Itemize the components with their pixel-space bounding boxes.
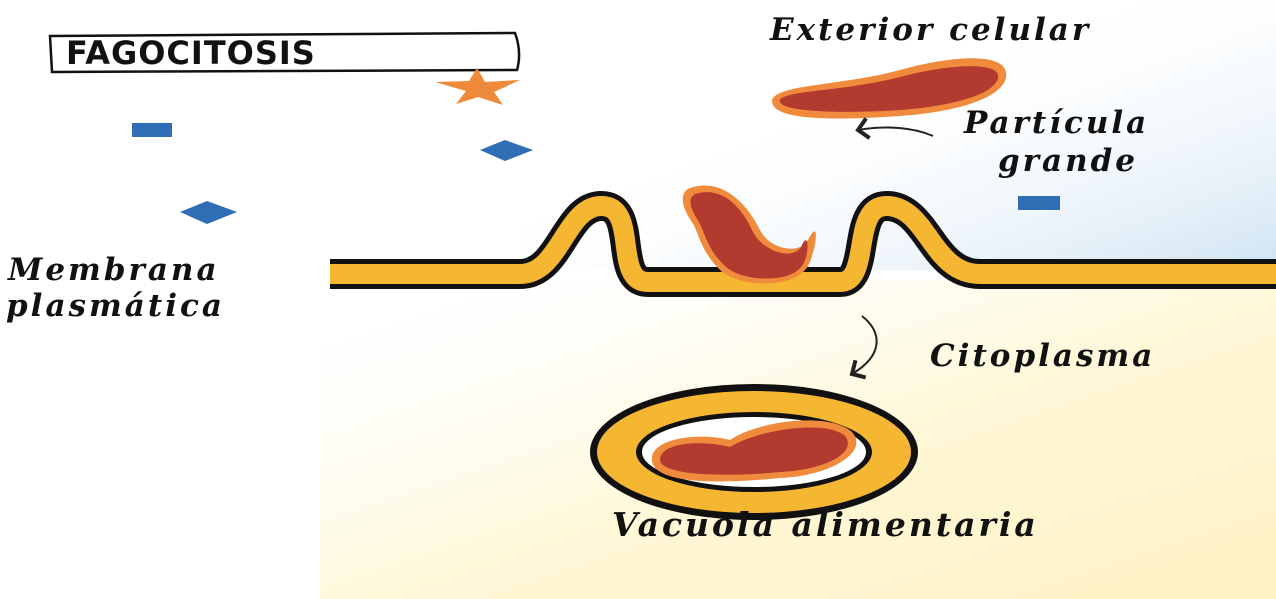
label-exterior: Exterior celular <box>769 12 1091 48</box>
blue-diamond-icon <box>180 201 237 224</box>
star-icon <box>435 68 520 105</box>
title-box: FAGOCITOSIS <box>50 33 519 72</box>
label-membrane-line1: Membrana <box>7 252 220 288</box>
label-membrane-line2: plasmática <box>6 288 225 324</box>
blue-square-icon <box>1018 196 1060 210</box>
label-vacuole: Vacuola alimentaria <box>612 505 1039 544</box>
page-title: FAGOCITOSIS <box>66 34 316 72</box>
label-particle-line1: Partícula <box>963 105 1149 141</box>
food-vacuole <box>590 384 918 520</box>
label-particle-line2: grande <box>998 143 1138 179</box>
blue-square-icon <box>132 123 172 137</box>
label-cytoplasm: Citoplasma <box>930 338 1155 374</box>
